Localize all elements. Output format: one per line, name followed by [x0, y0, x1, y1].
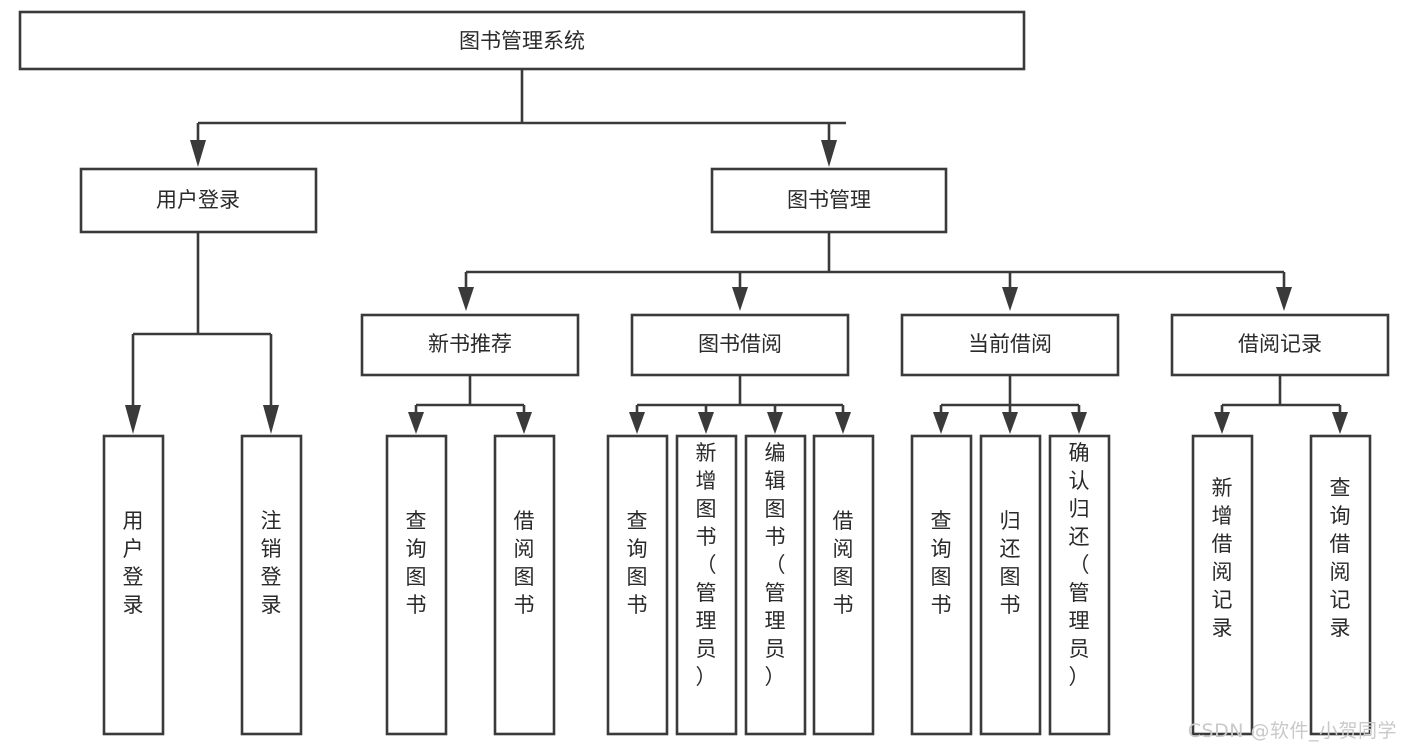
leaf-label: 借阅图书 — [833, 509, 854, 617]
arrow-icon — [1002, 287, 1018, 311]
arrow-icon — [263, 405, 279, 434]
leaf-node[interactable]: 查询图书 — [606, 434, 669, 736]
arrow-icon — [1332, 412, 1348, 434]
leaf-node[interactable]: 确认归还（管理员） — [1048, 434, 1111, 736]
node-book-borrow[interactable]: 图书借阅 — [630, 313, 850, 377]
connector-borrow-to-leaves — [629, 375, 851, 434]
arrow-icon — [767, 412, 783, 434]
leaf-label: 注销登录 — [261, 509, 282, 617]
connector-root-to-level2 — [190, 69, 846, 167]
leaf-node[interactable]: 用户登录 — [102, 434, 165, 736]
leaf-node[interactable]: 新增借阅记录 — [1191, 434, 1254, 736]
leaf-label: 用户登录 — [123, 509, 144, 617]
leaf-label: 查询图书 — [627, 509, 648, 617]
node-current-borrow[interactable]: 当前借阅 — [900, 313, 1120, 377]
node-root-system[interactable]: 图书管理系统 — [18, 10, 1026, 71]
arrow-icon — [458, 287, 474, 311]
arrow-icon — [125, 405, 141, 434]
leaf-label: 查询图书 — [406, 509, 427, 617]
arrow-icon — [190, 140, 206, 167]
leaf-node[interactable]: 借阅图书 — [812, 434, 875, 736]
node-label-borrow-record: 借阅记录 — [1238, 332, 1322, 356]
arrow-icon — [835, 412, 851, 434]
connector-bookmgmt-to-level3 — [458, 232, 1292, 311]
leaf-label: 查询借阅记录 — [1330, 476, 1351, 640]
node-label-book-borrow: 图书借阅 — [698, 332, 782, 356]
leaf-node[interactable]: 借阅图书 — [493, 434, 556, 736]
leaf-node[interactable]: 归还图书 — [979, 434, 1042, 736]
arrow-icon — [698, 412, 714, 434]
arrow-icon — [933, 412, 949, 434]
arrow-icon — [516, 412, 532, 434]
node-user-login[interactable]: 用户登录 — [79, 167, 318, 234]
node-label-book-management: 图书管理 — [787, 188, 871, 212]
connector-userlogin-to-leaves — [125, 232, 279, 434]
node-borrow-record[interactable]: 借阅记录 — [1170, 313, 1390, 377]
arrow-icon — [821, 140, 837, 167]
arrow-icon — [1002, 412, 1018, 434]
arrow-icon — [629, 412, 645, 434]
node-book-management[interactable]: 图书管理 — [710, 167, 948, 234]
node-label-new-book-recommend: 新书推荐 — [428, 332, 512, 356]
arrow-icon — [1214, 412, 1230, 434]
node-label-current-borrow: 当前借阅 — [968, 332, 1052, 356]
connector-record-to-leaves — [1214, 375, 1348, 434]
leaf-label: 新增借阅记录 — [1212, 476, 1233, 640]
leaf-label: 归还图书 — [1000, 509, 1021, 617]
leaf-node[interactable]: 新增图书（管理员） — [675, 434, 738, 736]
watermark-text: CSDN @软件_小贺同学 — [1187, 720, 1397, 742]
arrow-icon — [408, 412, 424, 434]
leaf-node[interactable]: 查询图书 — [910, 434, 973, 736]
arrow-icon — [732, 287, 748, 311]
leaf-label: 新增图书（管理员） — [696, 441, 717, 689]
leaf-label: 借阅图书 — [514, 509, 535, 617]
leaf-node[interactable]: 编辑图书（管理员） — [744, 434, 807, 736]
leaf-label: 确认归还（管理员） — [1069, 441, 1090, 689]
node-label-user-login: 用户登录 — [156, 188, 240, 212]
leaf-label: 编辑图书（管理员） — [765, 441, 786, 689]
leaf-node[interactable]: 注销登录 — [240, 434, 303, 736]
connector-newbook-to-leaves — [408, 375, 532, 434]
node-label-root: 图书管理系统 — [459, 29, 585, 53]
arrow-icon — [1071, 412, 1087, 434]
leaf-node[interactable]: 查询借阅记录 — [1309, 434, 1372, 736]
leaf-node[interactable]: 查询图书 — [385, 434, 448, 736]
connector-current-to-leaves — [933, 375, 1087, 434]
node-new-book-recommend[interactable]: 新书推荐 — [360, 313, 580, 377]
arrow-icon — [1276, 287, 1292, 311]
leaf-label: 查询图书 — [931, 509, 952, 617]
